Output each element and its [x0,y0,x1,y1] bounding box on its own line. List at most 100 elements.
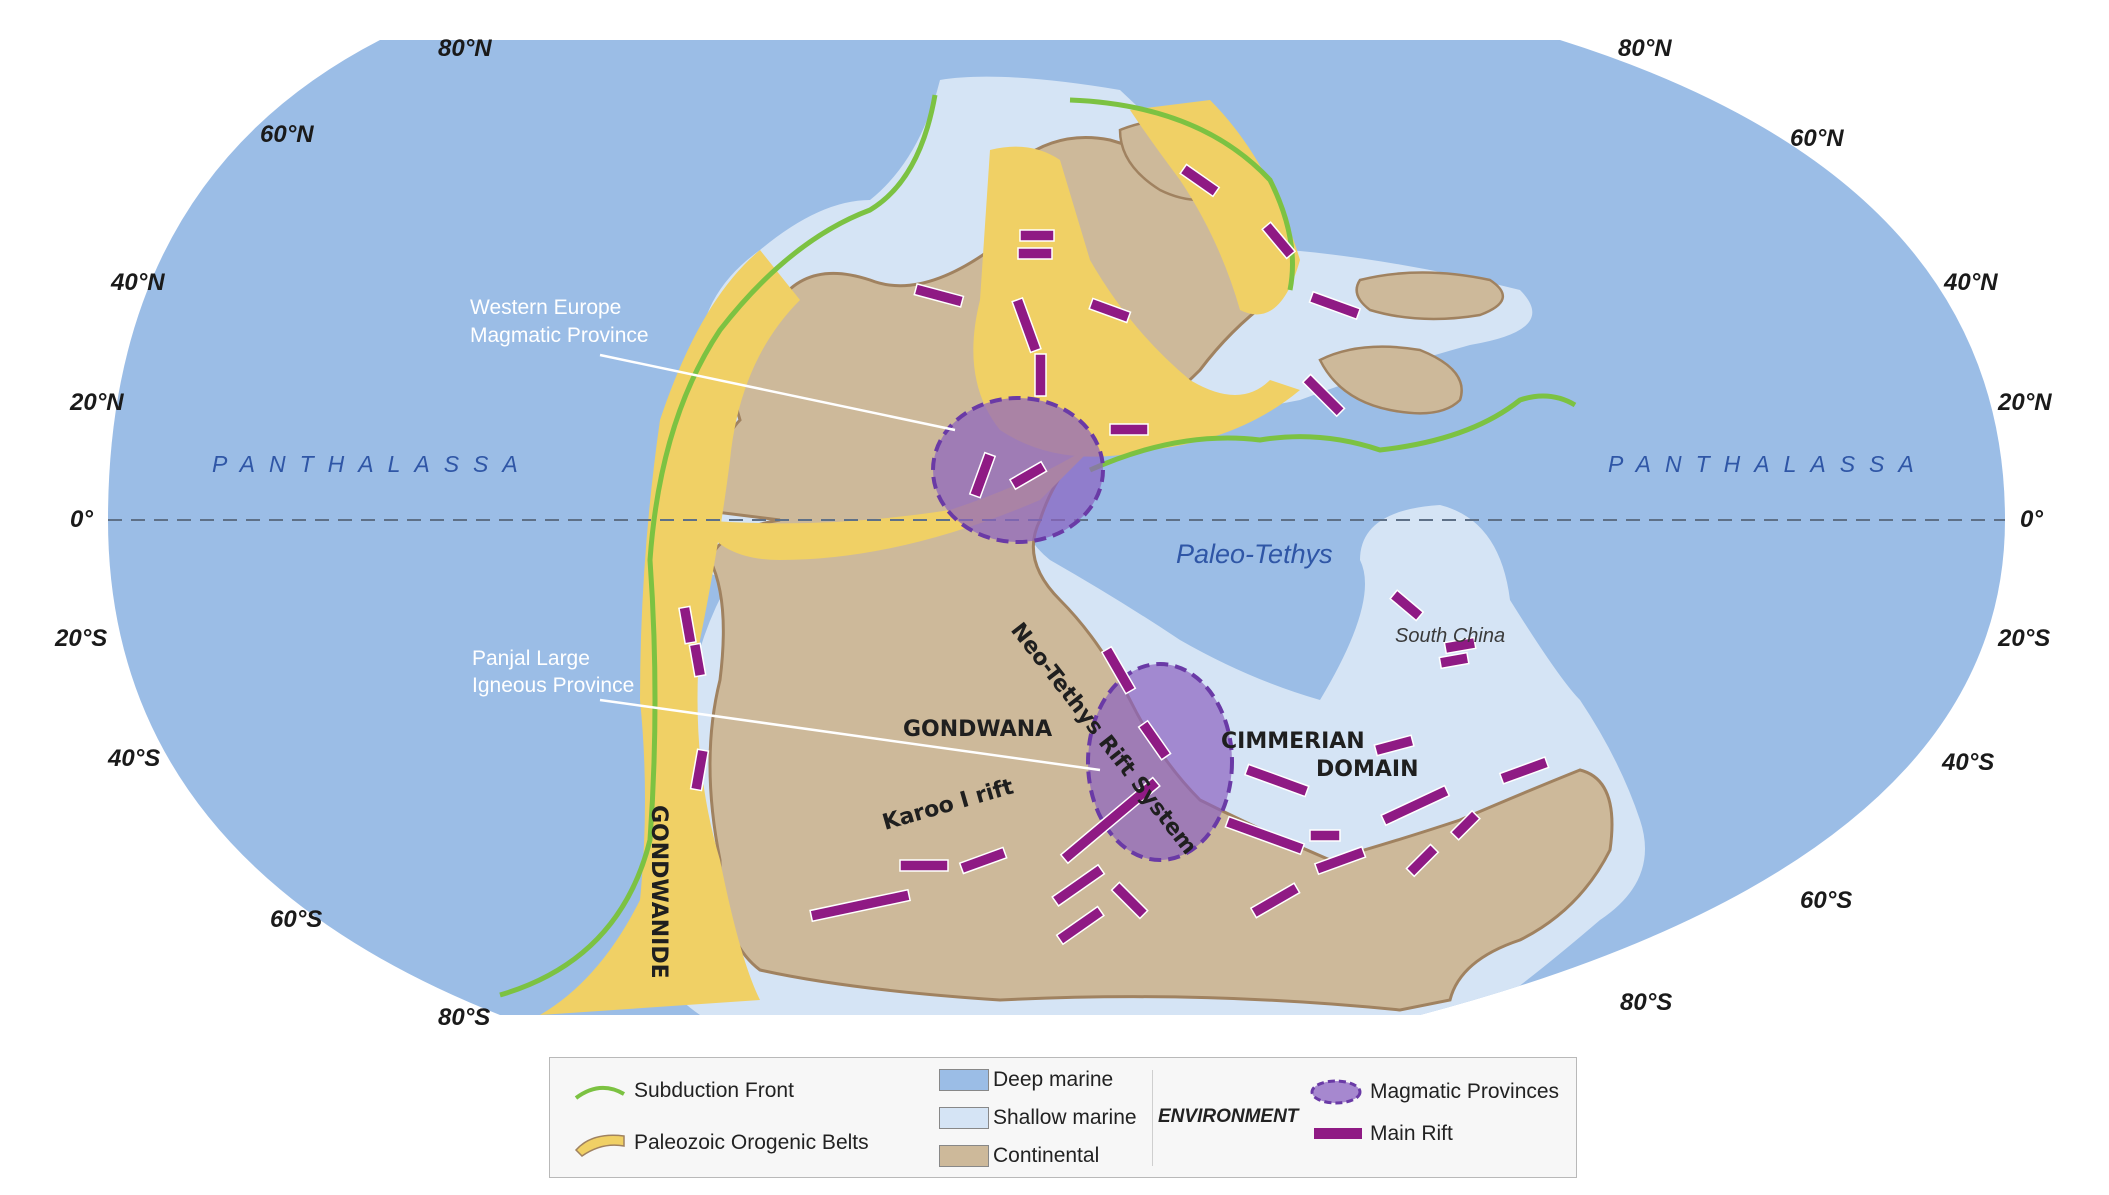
orogenic-belt-icon [574,1134,625,1157]
lat-label-right-40n: 40°N [1943,269,1998,296]
lat-label-right-40s: 40°S [1941,749,1994,776]
legend-label-magmatic: Magmatic Provinces [1370,1080,1560,1103]
lat-label-left-80s: 80°S [438,1004,490,1031]
orogenic-belt-central [973,146,1300,457]
lat-label-left-20n: 20°N [69,389,124,416]
main-rift-icon [1314,1128,1362,1139]
lat-label-left-80n: 80°N [438,35,492,62]
lat-label-left-60n: 60°N [260,121,314,148]
paleo-tethys-label: Paleo-Tethys [1176,539,1333,569]
panthalassa-label-right: PANTHALASSA [1608,451,1928,477]
main-rift [1137,719,1172,761]
main-rift [1059,776,1161,865]
main-rift [1261,221,1297,260]
continental-swatch [939,1145,989,1167]
lat-label-left-40s: 40°S [107,745,160,772]
continental-islet-2 [1355,271,1505,321]
main-rift [1301,373,1346,418]
legend-item-deep-marine: Deep marine [939,1068,1113,1092]
legend-item-continental: Continental [939,1144,1099,1168]
subduction-front-tethys [1088,393,1577,473]
main-rift [688,642,707,678]
lat-label-right-20s: 20°S [1997,625,2050,652]
main-rift [1055,905,1105,946]
main-rift [899,859,949,872]
main-rift [689,748,710,792]
main-rift [1405,843,1440,878]
orogenic-belt-gondwanide [540,250,800,1015]
main-rift [1380,784,1451,827]
legend-label-rift: Main Rift [1370,1122,1453,1145]
panjal-callout-line2: Igneous Province [472,674,634,697]
main-rift [913,283,965,308]
legend-environment-label: ENVIRONMENT [1158,1106,1299,1127]
legend-label-shallow-marine: Shallow marine [993,1106,1137,1129]
main-rift [958,846,1008,875]
subduction-front-icon [574,1086,626,1100]
legend: Subduction Front Paleozoic Orogenic Belt… [549,1057,1577,1178]
orogenic-belt-equator [700,440,1100,560]
legend-item-orogenic: Paleozoic Orogenic Belts [572,1128,869,1158]
main-rift [1019,229,1055,242]
legend-item-rift: Main Rift [1312,1122,1453,1146]
callout-line-panjal [599,698,1101,772]
main-rift [1449,809,1481,841]
magmatic-province-icon [1310,1079,1362,1105]
main-rift [1498,756,1550,785]
lat-label-left-20s: 20°S [54,625,107,652]
legend-label-continental: Continental [993,1144,1100,1167]
continental-islet-1 [1318,345,1463,415]
western-europe-callout-line1: Western Europe [470,296,621,319]
legend-item-shallow-marine: Shallow marine [939,1106,1137,1130]
main-rift [809,888,912,923]
main-rift [1008,460,1048,491]
main-rift [1017,247,1053,260]
main-rift [968,451,997,499]
cimmerian-label: CIMMERIAN [1221,729,1365,754]
main-rift [1308,290,1362,321]
lat-label-right-0: 0° [2020,506,2043,533]
main-rift [1243,763,1310,798]
main-rift [1309,829,1341,842]
legend-item-subduction: Subduction Front [572,1078,794,1104]
main-rift [1034,353,1047,397]
gondwanide-label: GONDWANIDE [646,805,671,979]
main-rift [1389,589,1425,622]
lat-label-right-60s: 60°S [1800,887,1852,914]
main-rift [1110,881,1149,920]
legend-label-subduction: Subduction Front [634,1079,794,1102]
orogenic-belt-north [1130,100,1300,315]
lat-label-right-80s: 80°S [1620,989,1672,1016]
main-rift [678,605,697,645]
subduction-front-west [499,94,938,998]
main-rift [1179,163,1221,198]
lat-label-right-80n: 80°N [1618,35,1672,62]
lat-label-left-60s: 60°S [270,906,322,933]
legend-label-orogenic: Paleozoic Orogenic Belts [634,1131,869,1154]
main-rift [1011,296,1042,354]
lat-label-right-20n: 20°N [1997,389,2052,416]
lat-label-right-60n: 60°N [1790,125,1844,152]
main-rift [1100,645,1137,695]
main-rift [1109,423,1149,436]
western-europe-callout-line2: Magmatic Province [470,324,649,347]
main-rift [1051,863,1106,908]
main-rifts [678,163,1550,946]
main-rift [1443,636,1477,655]
deep-marine-swatch [939,1069,989,1091]
main-rift [1373,734,1415,757]
legend-divider [1152,1070,1153,1166]
panjal-callout-line1: Panjal Large [472,647,590,670]
main-rift [1249,882,1301,919]
western-europe-magmatic-province [931,396,1105,544]
panthalassa-label-left: PANTHALASSA [212,451,532,477]
lat-label-left-40n: 40°N [110,269,165,296]
legend-item-magmatic: Magmatic Provinces [1308,1076,1559,1108]
south-china-label: South China [1395,625,1505,647]
lat-label-left-0: 0° [70,506,93,533]
domain-label: DOMAIN [1316,757,1418,782]
main-rift [1088,297,1132,324]
shallow-marine-swatch [939,1107,989,1129]
gondwana-label: GONDWANA [903,717,1052,742]
